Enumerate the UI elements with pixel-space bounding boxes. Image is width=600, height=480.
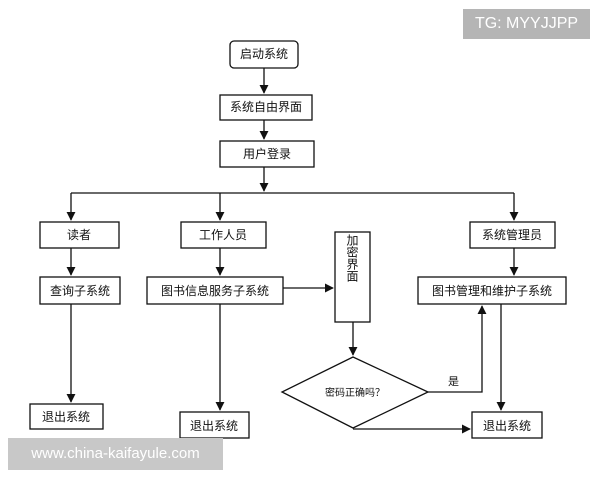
node-exit-admin-label: 退出系统 (483, 419, 531, 433)
node-exit-worker: 退出系统 (179, 411, 250, 439)
site-watermark: www.china-kaifayule.com (8, 438, 223, 470)
node-info-service-label: 图书信息服务子系统 (161, 283, 269, 298)
node-start-label: 启动系统 (240, 47, 288, 61)
node-exit-reader: 退出系统 (29, 403, 104, 430)
node-start: 启动系统 (229, 40, 299, 69)
corner-tag: TG: MYYJJPP (463, 9, 590, 39)
node-admin-label: 系统管理员 (482, 227, 542, 242)
node-query-label: 查询子系统 (50, 284, 110, 298)
node-encrypt-label: 加密界面 (345, 234, 359, 282)
edge-label-yes: 是 (448, 375, 459, 388)
node-password-check-label: 密码正确吗？ (325, 386, 385, 399)
node-exit-reader-label: 退出系统 (42, 410, 90, 424)
node-reader: 读者 (39, 221, 120, 249)
node-login: 用户登录 (219, 140, 315, 168)
node-reader-label: 读者 (67, 228, 91, 242)
node-login-label: 用户登录 (243, 146, 291, 161)
node-password-check: 密码正确吗？ (280, 356, 430, 429)
node-info-service: 图书信息服务子系统 (146, 276, 284, 305)
node-worker: 工作人员 (180, 221, 267, 249)
node-encrypt: 加密界面 (334, 231, 371, 323)
node-admin: 系统管理员 (469, 221, 556, 249)
node-query: 查询子系统 (39, 276, 121, 305)
node-manage-label: 图书管理和维护子系统 (432, 283, 552, 298)
node-exit-worker-label: 退出系统 (190, 419, 238, 433)
edge-check-yes-to-manage (428, 305, 487, 393)
node-worker-label: 工作人员 (199, 228, 247, 242)
node-exit-admin: 退出系统 (471, 411, 543, 439)
edges (66, 68, 519, 434)
node-main-ui-label: 系统自由界面 (230, 100, 302, 114)
node-manage: 图书管理和维护子系统 (417, 276, 567, 305)
node-main-ui: 系统自由界面 (219, 94, 313, 121)
